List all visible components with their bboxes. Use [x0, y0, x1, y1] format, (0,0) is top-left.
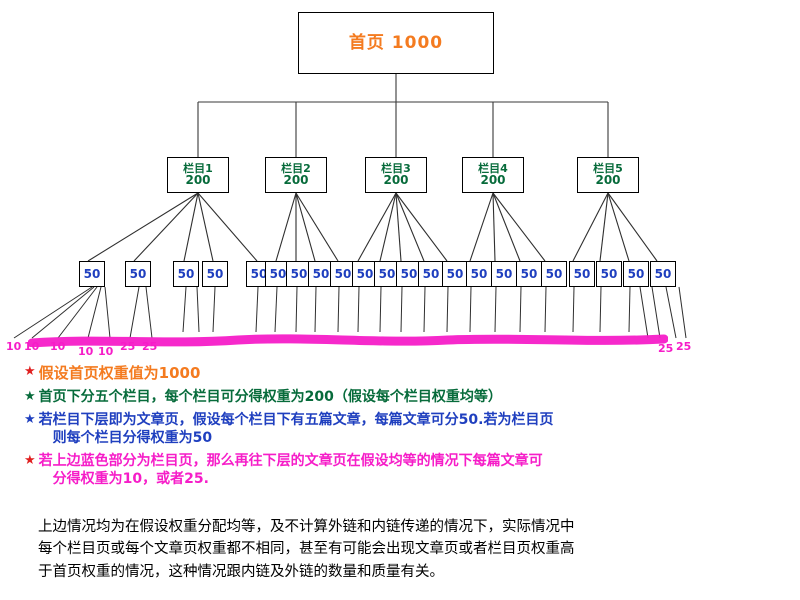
node-article-21[interactable]: 50 [623, 261, 649, 287]
node-article-12-value: 50 [400, 266, 418, 281]
node-article-5-value: 50 [250, 266, 268, 281]
bullet-item-1: ★ 假设首页权重值为1000 [24, 364, 784, 383]
node-article-19-value: 50 [573, 266, 591, 281]
star-icon: ★ [24, 412, 36, 428]
footer-paragraph-line-3: 于首页权重的情况，这种情况跟内链及外链的数量和质量有关。 [38, 563, 444, 580]
node-category-5-weight: 200 [595, 173, 621, 188]
bullet-item-4: ★ 若上边蓝色部分为栏目页，那么再往下层的文章页在假设均等的情况下每篇文章可分得… [24, 453, 784, 488]
star-icon: ★ [24, 453, 36, 469]
node-article-6-value: 50 [269, 266, 287, 281]
node-category-2[interactable]: 栏目2 200 [265, 157, 327, 193]
bullet-item-2: ★ 首页下分五个栏目，每个栏目可分得权重为200（假设每个栏目权重均等） [24, 389, 784, 407]
node-article-16-value: 50 [495, 266, 513, 281]
node-category-3-name: 栏目3 [381, 161, 411, 175]
node-category-3-weight: 200 [383, 173, 409, 188]
node-category-4-name: 栏目4 [478, 161, 508, 175]
node-article-10[interactable]: 50 [352, 261, 378, 287]
node-article-15-value: 50 [470, 266, 488, 281]
node-article-14-value: 50 [446, 266, 464, 281]
node-article-13-value: 50 [422, 266, 440, 281]
bullet-item-3-text: 若栏目下层即为文章页，假设每个栏目下有五篇文章，每篇文章可分50.若为栏目页则每… [39, 412, 784, 447]
node-article-19[interactable]: 50 [569, 261, 595, 287]
bullet-item-3-line-1: 若栏目下层即为文章页，假设每个栏目下有五篇文章，每篇文章可分50.若为栏目页 [38, 412, 554, 429]
weight-label-10-c: 10 [50, 340, 66, 353]
node-article-20[interactable]: 50 [596, 261, 622, 287]
node-category-4[interactable]: 栏目4 200 [462, 157, 524, 193]
node-category-5[interactable]: 栏目5 200 [577, 157, 639, 193]
node-article-18-value: 50 [545, 266, 563, 281]
weight-label-10-e: 10 [98, 345, 114, 358]
node-article-1[interactable]: 50 [79, 261, 105, 287]
node-article-17-value: 50 [520, 266, 538, 281]
bullet-item-4-text: 若上边蓝色部分为栏目页，那么再往下层的文章页在假设均等的情况下每篇文章可分得权重… [39, 453, 784, 488]
node-category-2-name: 栏目2 [281, 161, 311, 175]
bullet-item-3: ★ 若栏目下层即为文章页，假设每个栏目下有五篇文章，每篇文章可分50.若为栏目页… [24, 412, 784, 447]
node-article-10-value: 50 [356, 266, 374, 281]
footer-paragraph-line-2: 每个栏目页或每个文章页权重都不相同，甚至有可能会出现文章页或者栏目页权重高 [38, 541, 575, 558]
bullet-item-2-text: 首页下分五个栏目，每个栏目可分得权重为200（假设每个栏目权重均等） [38, 388, 502, 405]
weight-label-25-a: 25 [120, 340, 136, 353]
node-article-2[interactable]: 50 [125, 261, 151, 287]
node-article-13[interactable]: 50 [418, 261, 444, 287]
node-article-3-value: 50 [177, 266, 195, 281]
node-article-15[interactable]: 50 [466, 261, 492, 287]
bullet-item-1-text: 假设首页权重值为1000 [38, 364, 201, 382]
node-article-21-value: 50 [627, 266, 645, 281]
node-category-1-weight: 200 [185, 173, 211, 188]
node-article-7[interactable]: 50 [286, 261, 312, 287]
bullet-item-4-line-1: 若上边蓝色部分为栏目页，那么再往下层的文章页在假设均等的情况下每篇文章可 [38, 453, 543, 470]
node-article-22-value: 50 [654, 266, 672, 281]
node-article-20-value: 50 [600, 266, 618, 281]
node-homepage-label: 首页 1000 [348, 32, 444, 53]
node-article-9-value: 50 [334, 266, 352, 281]
weight-label-25-c: 25 [658, 342, 674, 355]
node-article-1-value: 50 [83, 266, 101, 281]
node-article-8-value: 50 [312, 266, 330, 281]
bullet-item-4-line-2: 分得权重为10，或者25. [52, 470, 209, 487]
node-category-5-name: 栏目5 [593, 161, 623, 175]
node-article-9[interactable]: 50 [330, 261, 356, 287]
node-category-2-weight: 200 [283, 173, 309, 188]
node-category-1[interactable]: 栏目1 200 [167, 157, 229, 193]
node-article-2-value: 50 [129, 266, 147, 281]
node-article-12[interactable]: 50 [396, 261, 422, 287]
node-article-14[interactable]: 50 [442, 261, 468, 287]
node-category-3[interactable]: 栏目3 200 [365, 157, 427, 193]
node-article-7-value: 50 [290, 266, 308, 281]
node-category-1-name: 栏目1 [183, 161, 213, 175]
node-article-22[interactable]: 50 [650, 261, 676, 287]
footer-paragraph: 上边情况均为在假设权重分配均等，及不计算外链和内链传递的情况下，实际情况中 每个… [38, 516, 738, 583]
weight-label-10-a: 10 [6, 340, 22, 353]
node-article-16[interactable]: 50 [491, 261, 517, 287]
node-homepage[interactable]: 首页 1000 [298, 12, 494, 74]
weight-label-25-d: 25 [676, 340, 692, 353]
weight-label-10-b: 10 [24, 340, 40, 353]
weight-label-25-b: 25 [142, 340, 158, 353]
star-icon: ★ [24, 388, 36, 404]
node-article-11-value: 50 [378, 266, 396, 281]
node-article-4-value: 50 [206, 266, 224, 281]
footer-paragraph-line-1: 上边情况均为在假设权重分配均等，及不计算外链和内链传递的情况下，实际情况中 [38, 519, 575, 535]
bullet-list: ★ 假设首页权重值为1000 ★ 首页下分五个栏目，每个栏目可分得权重为200（… [24, 364, 784, 492]
node-article-4[interactable]: 50 [202, 261, 228, 287]
node-article-18[interactable]: 50 [541, 261, 567, 287]
node-article-17[interactable]: 50 [516, 261, 542, 287]
node-article-3[interactable]: 50 [173, 261, 199, 287]
bullet-item-3-line-2: 则每个栏目分得权重为50 [52, 429, 213, 446]
node-category-4-weight: 200 [480, 173, 506, 188]
star-icon: ★ [24, 364, 36, 379]
weight-label-10-d: 10 [78, 345, 94, 358]
